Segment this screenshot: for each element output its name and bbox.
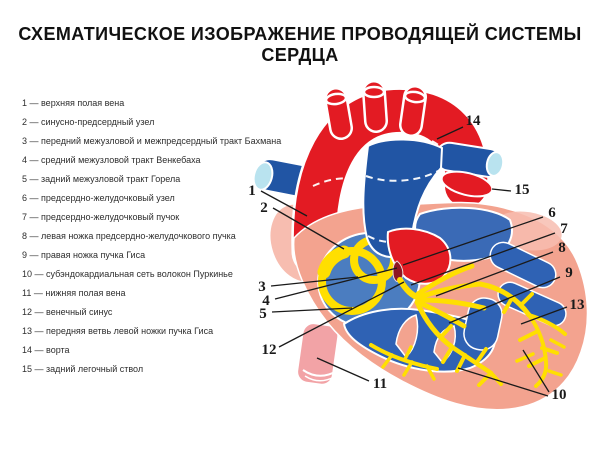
leader-line-15 [491, 188, 512, 192]
diagram-label-9: 9 [565, 265, 573, 281]
legend-item-7: 7 — предсердно-желудочковый пучок [22, 212, 180, 222]
ivc-opening-line [302, 369, 338, 377]
leader-line-13 [520, 306, 568, 325]
leader-line-10 [522, 349, 550, 393]
diagram-label-14: 14 [466, 113, 482, 129]
diagram-label-11: 11 [373, 376, 387, 392]
av-node [392, 260, 404, 283]
diagram-label-5: 5 [259, 306, 267, 322]
legend-item-4: 4 — средний межузловой тракт Венкебаха [22, 155, 201, 165]
diagram-label-4: 4 [262, 293, 270, 309]
legend-item-10: 10 — субэндокардиальная сеть волокон Пур… [22, 269, 233, 279]
posterior-pulmonary-vessel [440, 170, 494, 198]
leader-line-7 [410, 232, 556, 286]
hidden-border-dash [312, 177, 365, 187]
diagram-label-12: 12 [262, 342, 277, 358]
leader-line-8 [435, 251, 554, 297]
aorta-branch-opening [324, 92, 348, 106]
his-bundle-and-purkinje-network [369, 263, 567, 388]
aorta [291, 80, 490, 276]
leader-line-1 [260, 190, 308, 217]
legend-item-3: 3 — передний межузловой и межпредсердный… [22, 136, 282, 146]
legend-item-14: 14 — ворта [22, 345, 70, 355]
legend-item-6: 6 — предсердно-желудочковый узел [22, 193, 175, 203]
leader-line-2 [272, 207, 345, 250]
legend-item-13: 13 — передняя ветвь левой ножки пучка Ги… [22, 326, 214, 336]
diagram-label-10: 10 [552, 387, 567, 403]
legend-item-15: 15 — задний легочный ствол [22, 364, 144, 374]
diagram-label-2: 2 [260, 200, 268, 216]
leader-line-6 [402, 216, 544, 266]
legend-item-11: 11 — нижняя полая вена [22, 288, 126, 298]
legend-item-2: 2 — синусно-предсердный узел [22, 117, 155, 127]
leader-line-10 [457, 367, 549, 397]
legend-item-9: 9 — правая ножка пучка Гиса [22, 250, 146, 260]
leader-line-9 [448, 276, 561, 324]
leader-line-4 [274, 267, 398, 300]
ivc-opening-line [304, 375, 335, 382]
left-ventricle-chamber [489, 241, 557, 289]
diagram-label-6: 6 [548, 205, 556, 221]
ventricular-septum-cavity [463, 297, 503, 351]
leader-line-11 [316, 357, 370, 382]
leader-line-14 [436, 126, 464, 140]
diagram-label-1: 1 [248, 183, 256, 199]
legend-item-12: 12 — венечный синус [22, 307, 113, 317]
legend-item-5: 5 — задний межузловой тракт Горела [22, 174, 181, 184]
leader-line-3 [270, 276, 359, 287]
diagram-label-7: 7 [560, 221, 568, 237]
diagram-label-13: 13 [570, 297, 585, 313]
aorta-branch-opening [403, 90, 427, 104]
legend-list: 1 — верхняя полая вена 2 — синусно-предсе… [22, 94, 302, 379]
diagram-label-8: 8 [558, 240, 566, 256]
aorta-branch-opening [362, 85, 386, 99]
leader-line-12 [278, 281, 405, 348]
legend-item-1: 1 — верхняя полая вена [22, 98, 125, 108]
svc-opening [252, 161, 274, 191]
leader-line-5 [271, 307, 353, 313]
legend-item-8: 8 — левая ножка предсердно-желудочкового… [22, 231, 236, 241]
pulmonary-artery-opening [485, 151, 505, 177]
slide-title: СХЕМАТИЧЕСКОЕ ИЗОБРАЖЕНИЕ ПРОВОДЯЩЕЙ СИС… [18, 24, 582, 65]
diagram-label-15: 15 [515, 182, 530, 198]
diagram-label-3: 3 [258, 279, 266, 295]
